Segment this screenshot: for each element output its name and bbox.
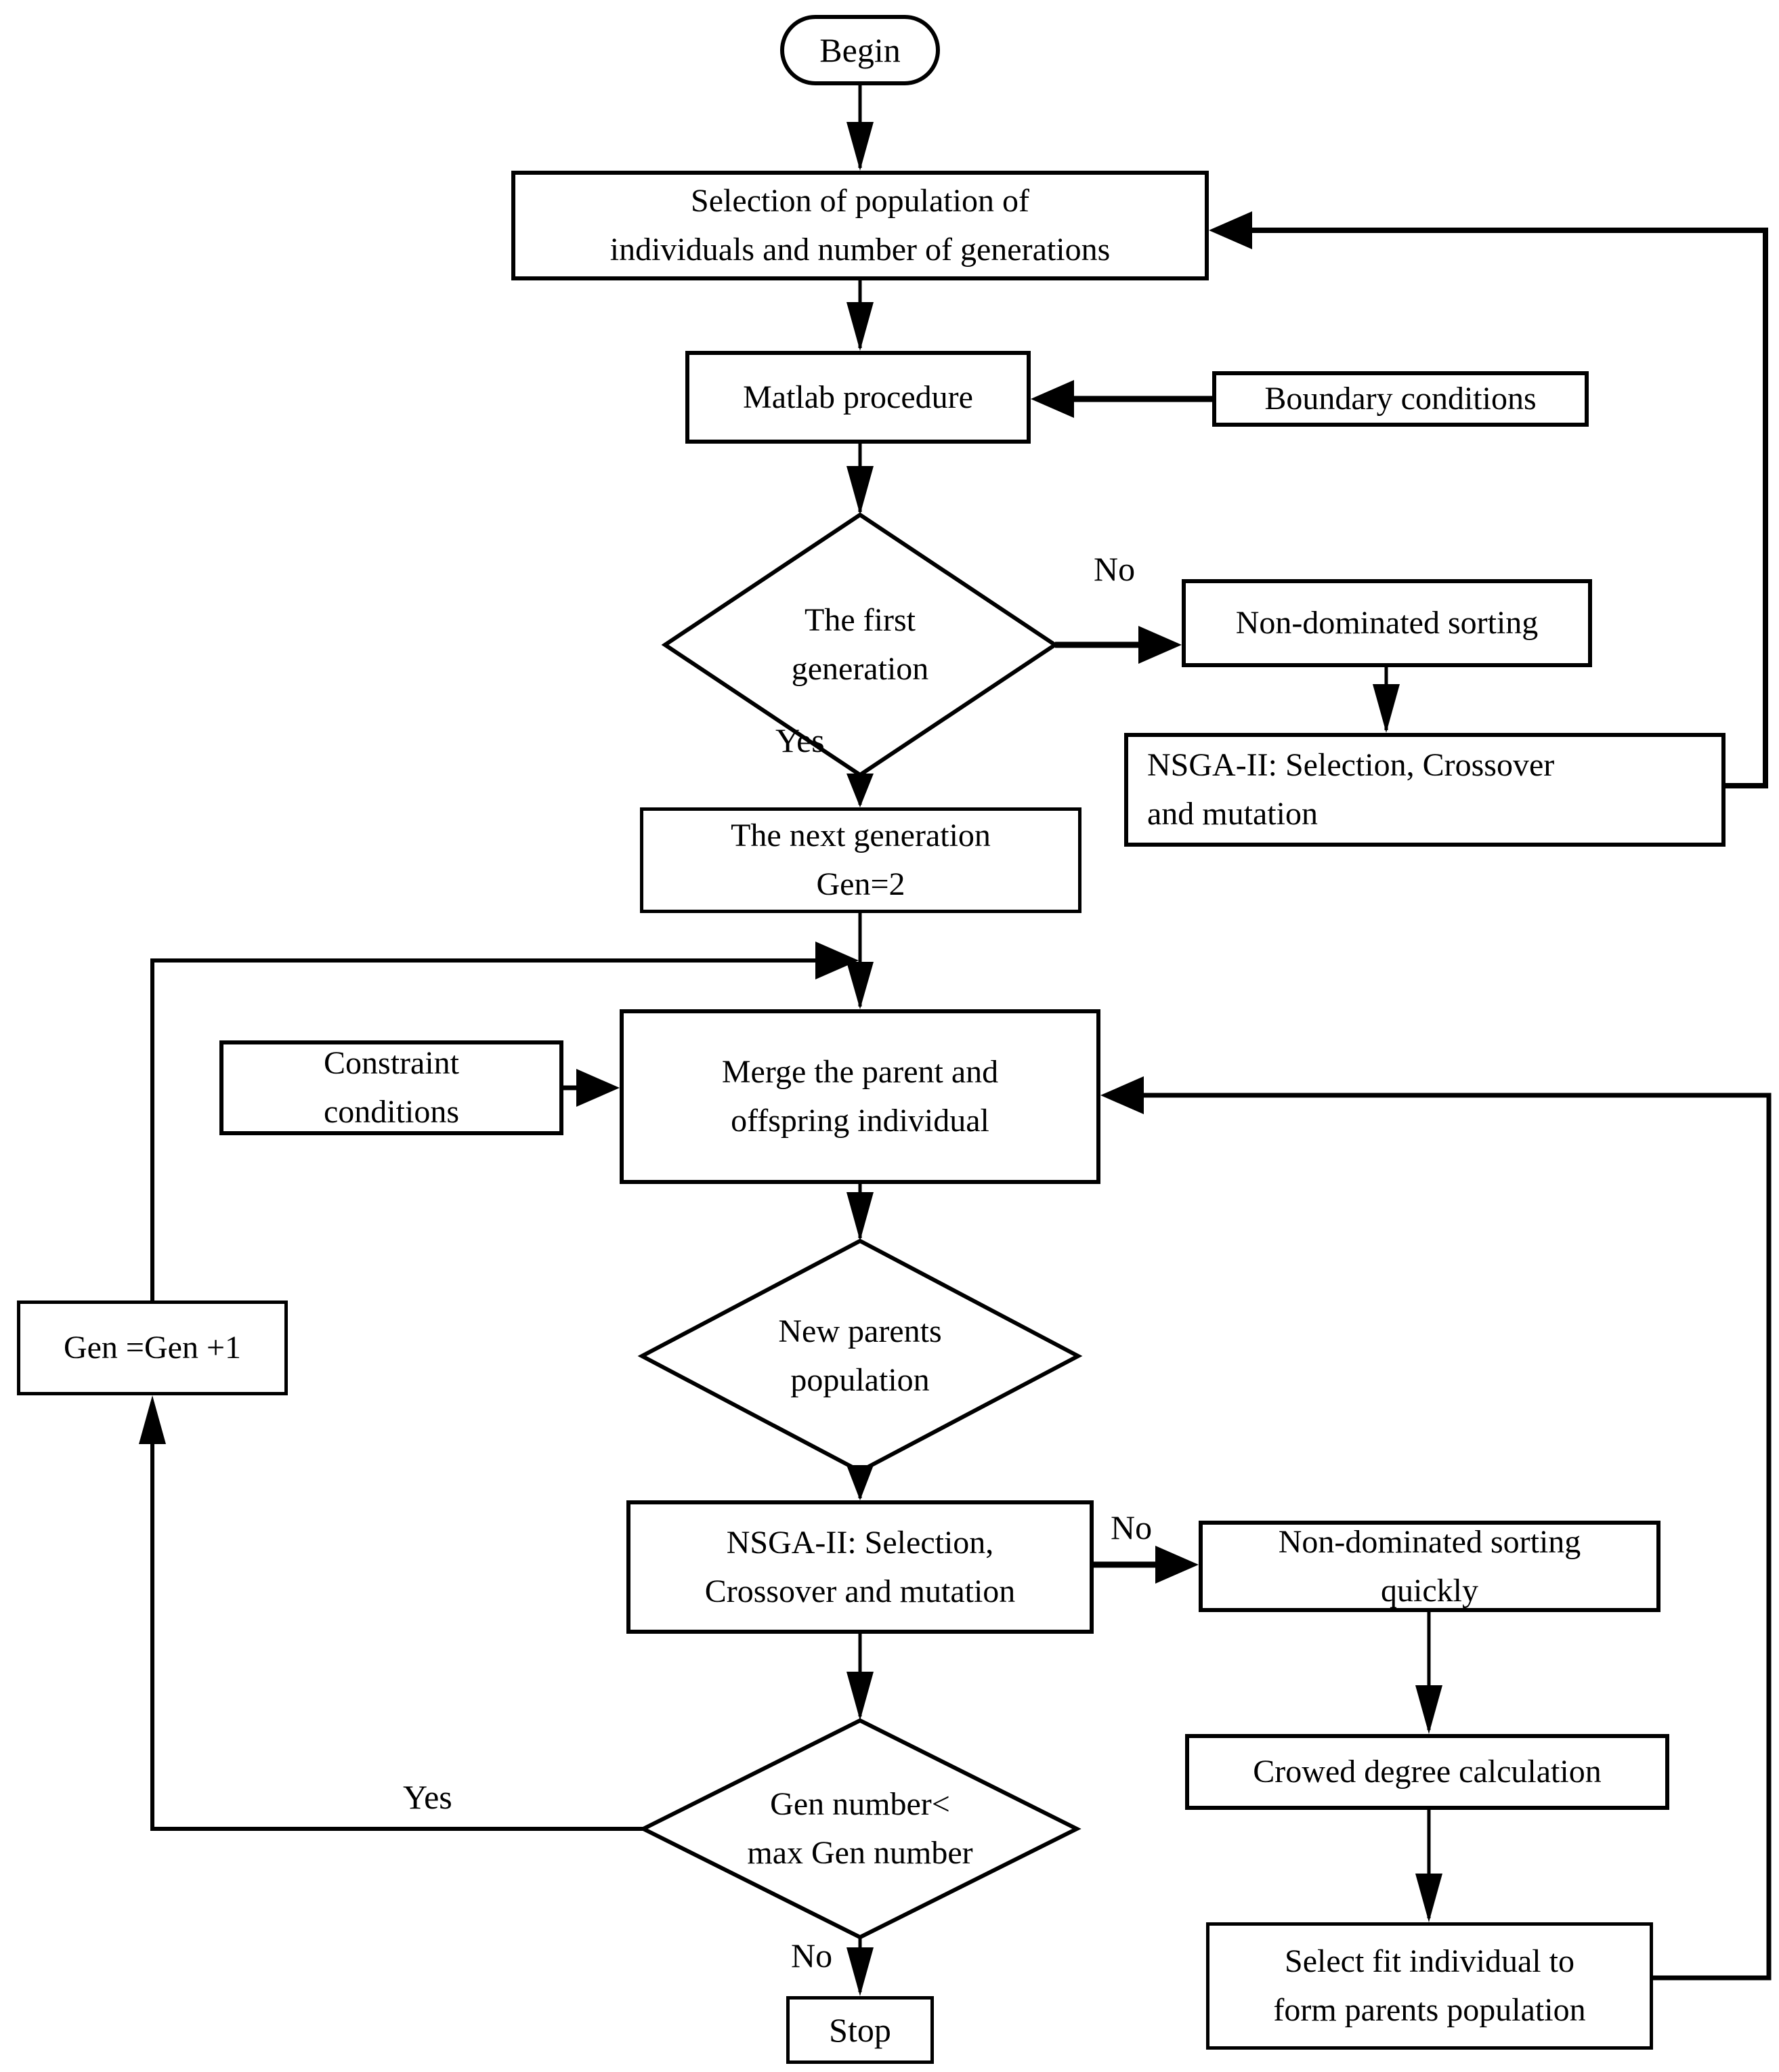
node-next-generation: The next generation Gen=2 bbox=[640, 807, 1081, 913]
node-constraint-line2: conditions bbox=[324, 1094, 459, 1130]
arrowhead-into-first-gen-top bbox=[846, 466, 874, 515]
arrowhead-into-matlab-top bbox=[846, 302, 874, 351]
arrowhead-junction-right bbox=[815, 942, 859, 979]
node-next-generation-line2: Gen=2 bbox=[816, 866, 905, 902]
arrowhead-into-selection-top bbox=[846, 122, 874, 171]
edge-gen-number-yes-to-gen-increment bbox=[150, 1402, 643, 1831]
arrowhead-into-gen-increment-bottom bbox=[139, 1395, 166, 1444]
arrowhead-into-merge-left bbox=[576, 1069, 620, 1107]
node-non-dominated-sorting-label: Non-dominated sorting bbox=[1235, 605, 1539, 641]
node-selection: Selection of population of individuals a… bbox=[511, 171, 1209, 280]
arrowhead-into-select-fit-top bbox=[1415, 1874, 1442, 1922]
node-nsga2-loop-line2: Crossover and mutation bbox=[704, 1573, 1016, 1609]
arrowhead-into-selection-right bbox=[1209, 211, 1252, 249]
arrowhead-into-matlab-right bbox=[1031, 380, 1074, 418]
node-gen-increment-label: Gen =Gen +1 bbox=[63, 1330, 242, 1366]
node-nsga2-top-line2: and mutation bbox=[1147, 796, 1318, 832]
node-nsga2-top: NSGA-II: Selection, Crossover and mutati… bbox=[1124, 733, 1726, 847]
node-boundary-conditions: Boundary conditions bbox=[1212, 371, 1589, 427]
arrowhead-into-new-parents-top bbox=[846, 1192, 874, 1241]
edge-gen-increment-to-junction bbox=[150, 958, 846, 1301]
node-nsga2-loop: NSGA-II: Selection, Crossover and mutati… bbox=[626, 1500, 1094, 1634]
node-select-fit-line1: Select fit individual to bbox=[1285, 1943, 1574, 1979]
node-crowed-degree-calculation: Crowed degree calculation bbox=[1185, 1734, 1669, 1810]
node-select-fit-individual: Select fit individual to form parents po… bbox=[1206, 1922, 1653, 2050]
node-merge-line2: offspring individual bbox=[731, 1103, 989, 1139]
decision-gen-number-label: Gen number< max Gen number bbox=[747, 1786, 973, 1871]
arrowhead-into-gen-number-top bbox=[846, 1672, 874, 1720]
node-merge-line1: Merge the parent and bbox=[721, 1054, 999, 1090]
edge-label-no-gen-number: No bbox=[791, 1937, 833, 1974]
node-non-dominated-sorting: Non-dominated sorting bbox=[1182, 579, 1592, 667]
edge-select-fit-loop-to-merge bbox=[1114, 1093, 1772, 1981]
arrowhead-into-nsga-top bbox=[1373, 684, 1400, 733]
arrowhead-into-nsga-low-top bbox=[846, 1465, 874, 1500]
arrowhead-into-sorting-quickly-left bbox=[1155, 1546, 1199, 1584]
arrowhead-into-sorting-left bbox=[1138, 626, 1182, 664]
node-matlab-label: Matlab procedure bbox=[743, 379, 973, 415]
edge-label-yes-gen-number: Yes bbox=[403, 1778, 452, 1816]
node-matlab-procedure: Matlab procedure bbox=[685, 351, 1031, 444]
node-begin: Begin bbox=[780, 15, 940, 85]
edge-label-no-new-parents: No bbox=[1111, 1508, 1153, 1546]
node-gen-increment: Gen =Gen +1 bbox=[17, 1301, 288, 1395]
node-selection-line2: individuals and number of generations bbox=[609, 232, 1111, 268]
node-nsga2-loop-line1: NSGA-II: Selection, bbox=[726, 1524, 994, 1561]
node-boundary-label: Boundary conditions bbox=[1264, 381, 1537, 417]
node-crowed-degree-label: Crowed degree calculation bbox=[1253, 1754, 1602, 1790]
edge-label-no-first-generation: No bbox=[1094, 550, 1136, 588]
decision-first-generation-label: The first generation bbox=[791, 602, 929, 687]
node-stop: Stop bbox=[786, 1996, 934, 2064]
node-non-dominated-sorting-quickly: Non-dominated sorting quickly bbox=[1199, 1521, 1660, 1612]
decision-new-parents-label: New parents population bbox=[778, 1313, 942, 1398]
arrowhead-into-next-gen-top bbox=[846, 774, 874, 807]
node-sorting-quickly-line2: quickly bbox=[1381, 1572, 1478, 1609]
diamond-shapes bbox=[637, 512, 1083, 1940]
node-constraint-line1: Constraint bbox=[324, 1045, 459, 1081]
node-stop-label: Stop bbox=[829, 2010, 891, 2049]
node-next-generation-line1: The next generation bbox=[731, 818, 991, 853]
arrowhead-into-merge-top bbox=[846, 962, 874, 1009]
node-sorting-quickly-line1: Non-dominated sorting bbox=[1278, 1523, 1581, 1560]
node-begin-label: Begin bbox=[819, 30, 901, 69]
arrowhead-into-stop-top bbox=[846, 1947, 874, 1996]
arrowhead-into-crowed-top bbox=[1415, 1685, 1442, 1734]
edge-nsga-top-loop-to-selection bbox=[1222, 228, 1768, 788]
node-constraint-conditions: Constraint conditions bbox=[219, 1040, 563, 1135]
node-merge-parent-offspring: Merge the parent and offspring individua… bbox=[620, 1009, 1100, 1184]
node-selection-line1: Selection of population of bbox=[691, 183, 1029, 219]
node-select-fit-line2: form parents population bbox=[1273, 1992, 1586, 2028]
edge-label-yes-first-generation: Yes bbox=[775, 721, 825, 759]
arrowheads bbox=[139, 122, 1442, 1996]
node-nsga2-top-line1: NSGA-II: Selection, Crossover bbox=[1147, 747, 1555, 783]
arrowhead-into-merge-right bbox=[1100, 1076, 1144, 1114]
